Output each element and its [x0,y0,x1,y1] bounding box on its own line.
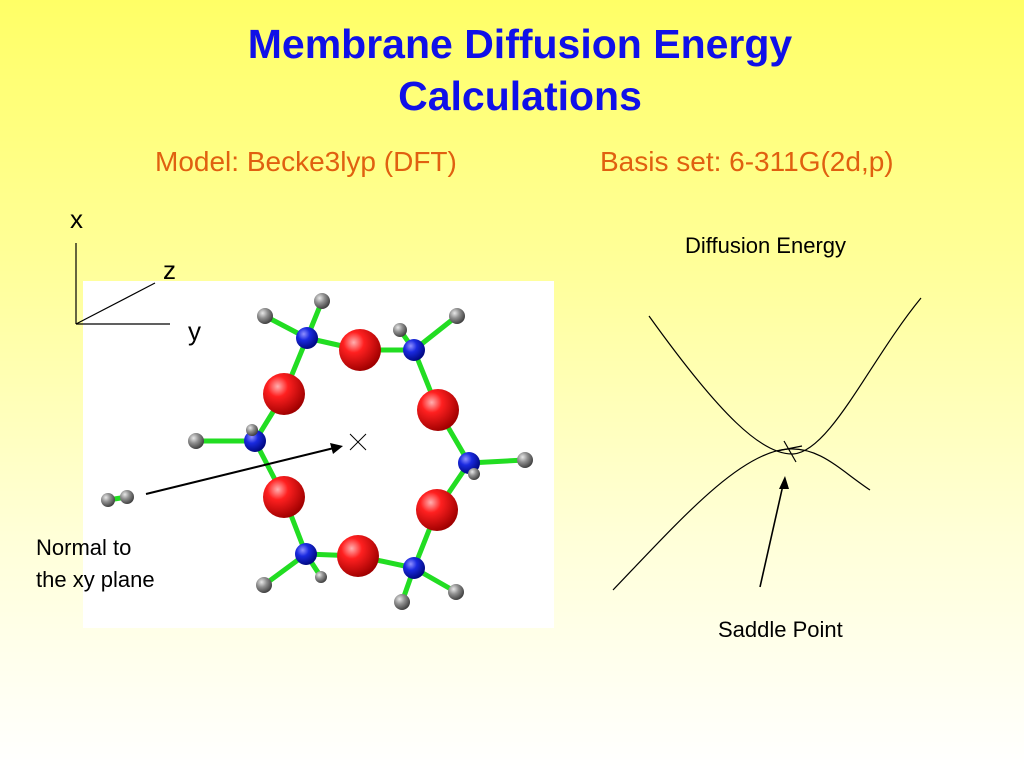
saddle-point-label: Saddle Point [718,617,843,642]
hydrogen-atom [256,577,272,593]
saddle-point-marker [776,440,803,463]
hydrogen-atom [257,308,273,324]
oxygen-atoms [263,329,459,577]
hydrogen-atom [314,293,330,309]
hydrogen-atom [517,452,533,468]
x-axis-label: x [70,204,83,234]
normal-annotation-line-1: Normal to [36,535,132,560]
nitrogen-atom [296,327,318,349]
nitrogen-atom [403,557,425,579]
hydrogen-atom [468,468,480,480]
saddle-arrow [759,476,789,588]
energy-curves [612,297,922,591]
oxygen-atom [339,329,381,371]
normal-annotation-line-2: the xy plane [36,567,155,592]
title-line-2: Calculations [398,73,642,119]
oxygen-atom [263,476,305,518]
oxygen-atom [337,535,379,577]
oxygen-atom [263,373,305,415]
lower-energy-curve [612,448,871,591]
normal-annotation: Normal to the xy plane [36,532,155,596]
z-axis-line [75,282,156,325]
nitrogen-atom [244,430,266,452]
nitrogen-atom [403,339,425,361]
hydrogen-atom [449,308,465,324]
energy-plot-title: Diffusion Energy [685,233,847,258]
basis-subtitle: Basis set: 6-311G(2d,p) [600,146,894,177]
slide-title: Membrane Diffusion Energy Calculations [0,18,1024,122]
ring-center-marker [349,433,367,451]
hydrogen-atom [246,424,258,436]
y-axis-label: y [188,316,201,346]
oxygen-atom [417,389,459,431]
model-subtitle: Model: Becke3lyp (DFT) [155,146,457,177]
nitrogen-atom [295,543,317,565]
hydrogen-atoms [101,293,533,610]
hydrogen-atom [393,323,407,337]
coordinate-axes [75,243,170,325]
hydrogen-atom [120,490,134,504]
hydrogen-atom [188,433,204,449]
z-axis-label: z [163,255,176,285]
hydrogen-atom [448,584,464,600]
title-line-1: Membrane Diffusion Energy [247,21,793,67]
hydrogen-atom [101,493,115,507]
upper-energy-curve [648,297,922,455]
oxygen-atom [416,489,458,531]
hydrogen-atom [394,594,410,610]
normal-arrow [145,443,343,495]
hydrogen-atom [315,571,327,583]
